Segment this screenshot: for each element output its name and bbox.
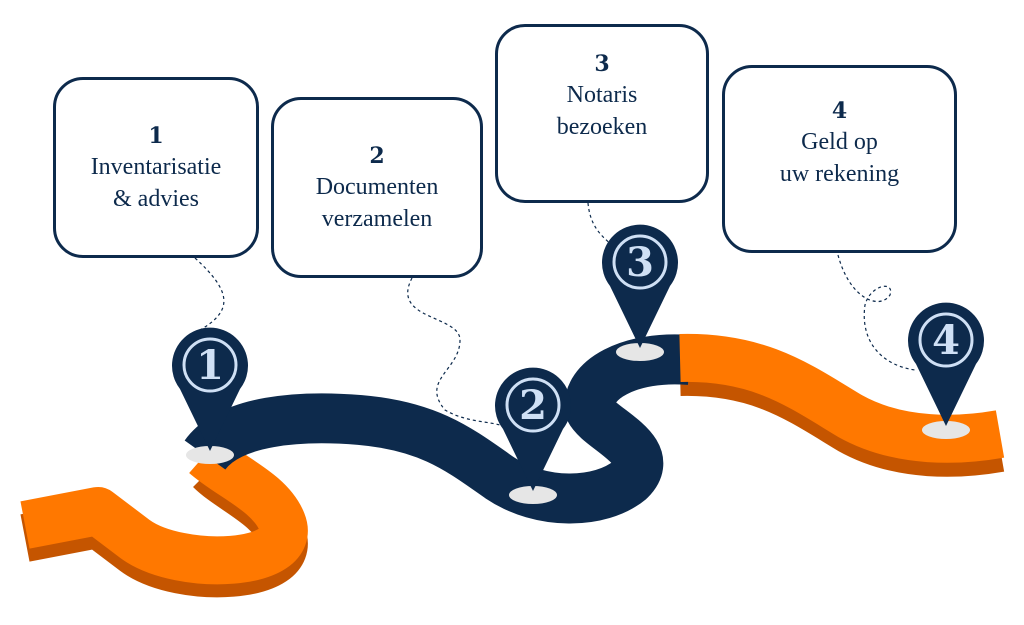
step-label-line1: Documenten bbox=[315, 173, 439, 200]
location-pin-4: 4 bbox=[908, 302, 985, 439]
pin-number-ring bbox=[612, 234, 668, 290]
step-label-line1: Notaris bbox=[566, 82, 638, 108]
road-orange-start bbox=[20, 436, 308, 585]
step-label-line2: uw rekening bbox=[779, 161, 900, 187]
pin-number: 2 bbox=[519, 382, 547, 429]
map-pin-icon bbox=[908, 302, 985, 426]
pin-number-ring bbox=[505, 377, 561, 433]
step-4-box: 4 Geld op uw rekening bbox=[722, 65, 957, 253]
map-pin-icon bbox=[494, 367, 571, 491]
connector-2 bbox=[407, 277, 511, 431]
step-1-box: 1 Inventarisatie & advies bbox=[53, 77, 259, 258]
location-pin-1: 1 bbox=[172, 327, 248, 464]
map-pin-icon bbox=[172, 327, 248, 451]
pin-number-ring bbox=[918, 312, 974, 368]
pin-number: 3 bbox=[626, 239, 654, 286]
step-2-box: 2 Documenten verzamelen bbox=[271, 97, 483, 278]
map-pin-icon bbox=[602, 224, 679, 348]
step-number: 4 bbox=[831, 98, 848, 124]
location-pin-2: 2 bbox=[494, 367, 571, 504]
connector-4 bbox=[837, 254, 916, 371]
road-orange-end bbox=[679, 333, 1005, 463]
pin-base bbox=[616, 343, 664, 361]
step-label-line2: bezoeken bbox=[556, 114, 648, 140]
step-label-line2: verzamelen bbox=[321, 205, 433, 232]
step-3-box: 3 Notaris bezoeken bbox=[495, 24, 709, 203]
location-pin-3: 3 bbox=[602, 224, 679, 361]
road-navy bbox=[184, 334, 693, 524]
connector-1 bbox=[194, 257, 225, 331]
pin-base bbox=[922, 421, 970, 439]
connector-3 bbox=[587, 202, 613, 246]
step-number: 2 bbox=[369, 142, 385, 169]
pin-number: 1 bbox=[196, 342, 224, 389]
pin-base bbox=[509, 486, 557, 504]
step-number: 3 bbox=[594, 51, 610, 77]
pin-base bbox=[186, 446, 234, 464]
step-number: 1 bbox=[148, 122, 164, 149]
step-label-line1: Inventarisatie bbox=[90, 153, 222, 180]
pin-number: 4 bbox=[932, 317, 960, 364]
step-label-line1: Geld op bbox=[801, 129, 878, 155]
step-label-line2: & advies bbox=[113, 185, 199, 212]
pin-number-ring bbox=[182, 337, 238, 393]
